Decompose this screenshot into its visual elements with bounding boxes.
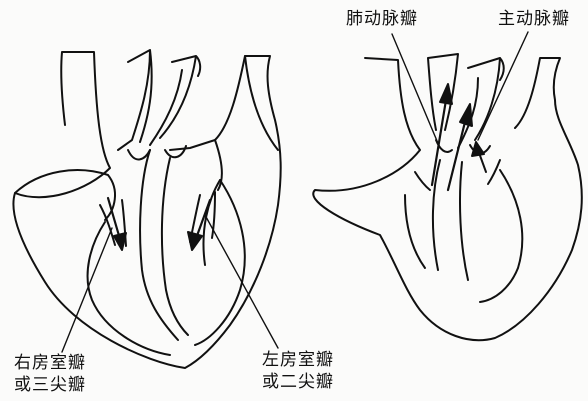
left-aorta [150,56,200,145]
left-inflow-arrowhead-right [114,233,126,250]
right-outflow-arrowhead-pulmonary [440,84,452,104]
left-semilunar-cusps [128,146,186,159]
left-septum [140,150,188,340]
left-heart-outline [13,52,280,368]
tricuspid-leader-line [62,228,112,352]
aortic-valve-leader-line [478,32,528,140]
tricuspid-valve-label-line2: 或三尖瓣 [14,374,86,396]
mitral-valve-label-line2: 或二尖瓣 [262,371,334,393]
tricuspid-valve-label-line1: 右房室瓣 [14,352,86,374]
pulmonary-valve-label-text: 肺动脉瓣 [346,8,418,30]
right-outflow-arrowhead-aortic-2 [472,142,484,156]
left-left-ventricle-wall [195,180,245,345]
aortic-valve-label: 主动脉瓣 [498,8,570,30]
aortic-valve-label-text: 主动脉瓣 [498,8,570,30]
left-inflow-arrowhead-left [188,232,202,250]
tricuspid-valve-label: 右房室瓣 或三尖瓣 [14,352,86,396]
right-right-ventricle-wall [405,195,425,268]
right-heart-diagram [313,32,582,340]
right-outflow-arrow-aortic [448,118,466,190]
mitral-leader-line [205,215,278,348]
pulmonary-valve-label: 肺动脉瓣 [346,8,418,30]
mitral-valve-label-line1: 左房室瓣 [262,349,334,371]
pulmonary-valve-leader-line [392,34,440,148]
left-left-atrium-wall [215,56,278,190]
left-heart-diagram [13,50,280,368]
right-left-ventricle-wall [480,170,522,302]
mitral-valve-label: 左房室瓣 或二尖瓣 [262,349,334,393]
right-av-leaflets [415,160,500,190]
right-outflow-arrowhead-aortic [460,104,472,126]
left-pulmonary-trunk [118,50,152,150]
